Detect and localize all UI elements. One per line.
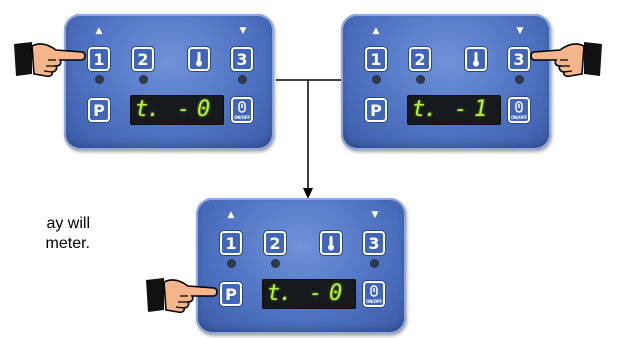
thermometer-button[interactable]	[188, 47, 210, 71]
down-triangle-icon: ▼	[239, 26, 247, 36]
control-panel-bottom: ▲ ▼ 1 2 3 P t . - 0 ON/OFF	[196, 198, 406, 334]
program-button[interactable]: P	[88, 98, 110, 122]
program-button[interactable]: P	[220, 282, 242, 306]
on-off-button[interactable]: ON/OFF	[363, 281, 385, 307]
led-2	[140, 76, 147, 83]
on-off-button[interactable]: ON/OFF	[508, 97, 530, 123]
led-2	[272, 260, 279, 267]
pointing-hand-icon	[530, 42, 602, 78]
display-char-2: .	[279, 281, 293, 306]
up-triangle-icon: ▲	[372, 26, 380, 36]
display-char-1: t	[135, 97, 149, 122]
key-3-button[interactable]: 3	[363, 231, 385, 255]
display-char-4: 0	[197, 97, 211, 122]
caption-text: ay will meter.	[0, 214, 90, 254]
key-2-button[interactable]: 2	[264, 231, 286, 255]
thermometer-button[interactable]	[320, 231, 342, 255]
thermometer-icon	[473, 52, 479, 67]
thermometer-icon	[196, 52, 202, 67]
thermometer-icon	[328, 236, 334, 251]
power-icon	[238, 101, 246, 113]
key-2-button[interactable]: 2	[132, 47, 154, 71]
led-display: t . - 0	[262, 279, 356, 309]
down-triangle-icon: ▼	[516, 26, 524, 36]
program-button[interactable]: P	[365, 98, 387, 122]
display-char-2: .	[147, 97, 161, 122]
on-off-label: ON/OFF	[366, 299, 382, 304]
led-display: t . - 0	[130, 95, 224, 125]
led-3	[516, 76, 523, 83]
display-char-3: -	[309, 281, 323, 306]
display-char-4: 1	[474, 97, 488, 122]
up-triangle-icon: ▲	[95, 26, 103, 36]
connector-arrowhead	[303, 188, 313, 199]
display-char-3: -	[177, 97, 191, 122]
led-1	[373, 76, 380, 83]
key-2-button[interactable]: 2	[409, 47, 431, 71]
led-1	[228, 260, 235, 267]
display-char-3: -	[454, 97, 468, 122]
control-panel-top-right: ▲ ▼ 1 2 3 P t . - 1 ON/OFF	[341, 14, 551, 150]
thermometer-button[interactable]	[465, 47, 487, 71]
led-3	[239, 76, 246, 83]
display-char-1: t	[412, 97, 426, 122]
down-triangle-icon: ▼	[371, 210, 379, 220]
on-off-label: ON/OFF	[234, 115, 250, 120]
power-icon	[515, 101, 523, 113]
caption-line-1: ay will	[46, 215, 90, 232]
key-1-button[interactable]: 1	[88, 47, 110, 71]
led-3	[371, 260, 378, 267]
power-icon	[370, 285, 378, 297]
display-char-2: .	[424, 97, 438, 122]
on-off-label: ON/OFF	[511, 115, 527, 120]
led-display: t . - 1	[407, 95, 501, 125]
display-char-1: t	[267, 281, 281, 306]
caption-line-2: meter.	[45, 235, 90, 252]
led-1	[96, 76, 103, 83]
led-2	[417, 76, 424, 83]
key-1-button[interactable]: 1	[220, 231, 242, 255]
control-panel-top-left: ▲ ▼ 1 2 3 P t . - 0 ON/OFF	[64, 14, 274, 150]
on-off-button[interactable]: ON/OFF	[231, 97, 253, 123]
up-triangle-icon: ▲	[227, 210, 235, 220]
key-3-button[interactable]: 3	[231, 47, 253, 71]
key-3-button[interactable]: 3	[508, 47, 530, 71]
display-char-4: 0	[329, 281, 343, 306]
pointing-hand-icon	[146, 278, 218, 314]
pointing-hand-icon	[14, 42, 86, 78]
key-1-button[interactable]: 1	[365, 47, 387, 71]
